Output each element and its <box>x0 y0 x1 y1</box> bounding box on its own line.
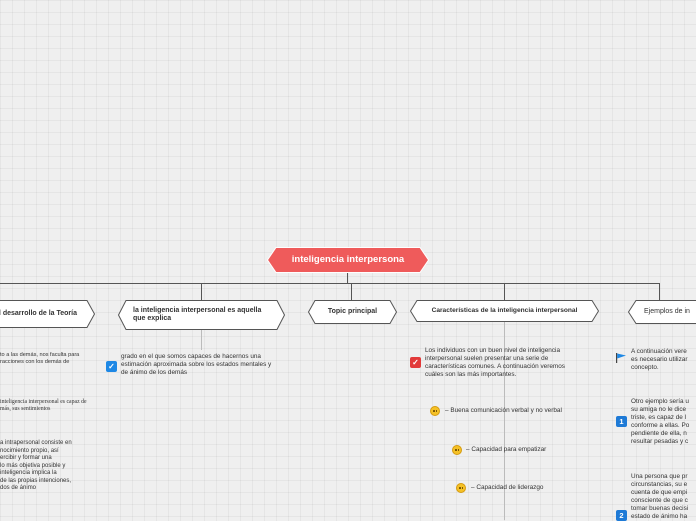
root-topic[interactable]: inteligencia interpersona <box>267 247 429 273</box>
characteristic-item: – Capacidad para empatizar <box>466 446 586 454</box>
connector <box>659 283 660 301</box>
connector <box>201 283 202 301</box>
topic-principal[interactable]: Topic principal <box>308 300 397 324</box>
check-icon: ✓ <box>106 361 117 372</box>
check-icon: ✓ <box>410 357 421 368</box>
characteristic-item: – Buena comunicación verbal y no verbal <box>445 407 605 415</box>
connector <box>0 283 660 284</box>
topic-caracteristicas[interactable]: Características de la inteligencia inter… <box>410 300 599 322</box>
root-label: inteligencia interpersona <box>267 247 429 273</box>
connector <box>347 273 348 283</box>
subtopic-text: Los individuos con un buen nivel de inte… <box>425 347 595 379</box>
topic-label: la inteligencia interpersonal es aquella… <box>118 300 285 330</box>
topic-label: Topic principal <box>308 300 397 324</box>
characteristic-item: – Capacidad de liderazgo <box>471 484 591 492</box>
topic-label: Ejemplos de in <box>628 300 696 324</box>
topic-teoria[interactable]: al desarrollo de la Teoría <box>0 300 95 328</box>
flag-icon <box>615 352 627 364</box>
smile-emoji-icon <box>452 445 462 455</box>
topic-ejemplos[interactable]: Ejemplos de in <box>628 300 696 324</box>
smile-emoji-icon <box>430 406 440 416</box>
topic-label: Características de la inteligencia inter… <box>410 300 599 322</box>
topic-inteligencia-explica[interactable]: la inteligencia interpersonal es aquella… <box>118 300 285 330</box>
number-one-icon: 1 <box>616 416 627 427</box>
topic-label: al desarrollo de la Teoría <box>0 300 95 328</box>
connector <box>351 283 352 301</box>
subtopic-text: grado en el que somos capaces de hacerno… <box>121 353 301 377</box>
number-two-icon: 2 <box>616 510 627 521</box>
connector <box>201 330 202 350</box>
connector <box>504 283 505 301</box>
smile-emoji-icon <box>456 483 466 493</box>
